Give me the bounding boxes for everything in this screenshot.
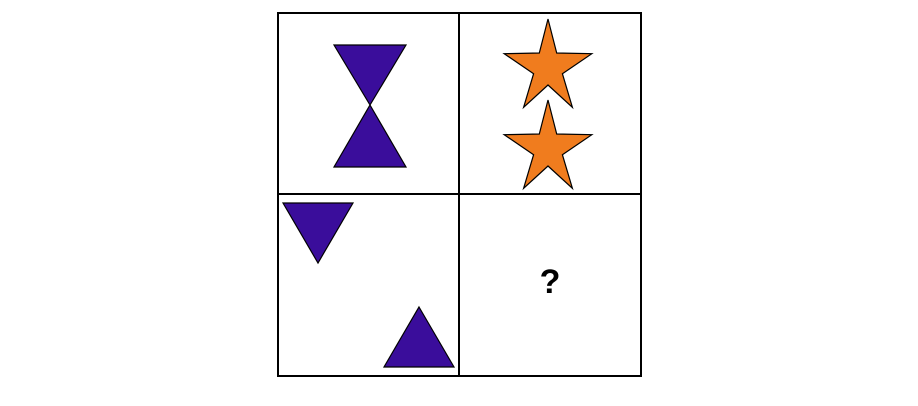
upright-triangle-icon: [382, 305, 456, 368]
inverted-triangle-icon: [332, 44, 408, 107]
star-icon: [502, 18, 594, 110]
question-mark: ?: [539, 263, 561, 301]
upright-triangle-icon: [332, 103, 408, 168]
inverted-triangle-icon: [281, 202, 355, 265]
cell-bottom-right: [458, 193, 642, 377]
star-icon: [502, 99, 594, 191]
